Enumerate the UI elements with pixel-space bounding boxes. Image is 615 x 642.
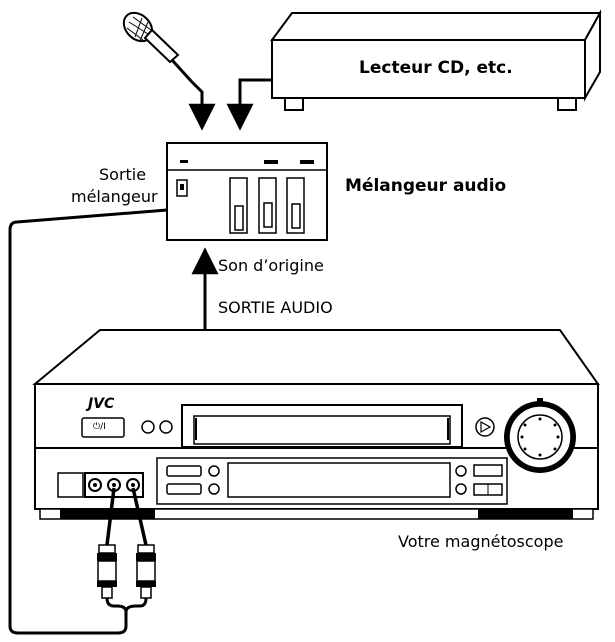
- cd-player-label: Lecteur CD, etc.: [359, 58, 513, 78]
- power-button-label: ⏻/I: [93, 422, 106, 432]
- rca-plug-left-icon: [97, 544, 117, 599]
- mixer-output-label-line1: Sortie: [99, 165, 147, 184]
- rca-plug-right-icon: [136, 544, 156, 599]
- jog-dial-icon: [504, 398, 576, 473]
- vcr: [32, 329, 600, 520]
- rca-cables: [105, 487, 148, 620]
- audio-out-label: SORTIE AUDIO: [218, 298, 333, 317]
- original-sound-label: Son d’origine: [218, 256, 324, 275]
- cd-player: [270, 9, 602, 111]
- microphone-cable: [188, 80, 216, 131]
- mixer-label: Mélangeur audio: [345, 176, 507, 196]
- cd-player-cable: [226, 78, 272, 131]
- vcr-label: Votre magnétoscope: [398, 532, 564, 551]
- microphone-icon: [122, 11, 194, 84]
- brand-logo: JVC: [88, 396, 115, 412]
- mixer-output-label-line2: mélangeur: [71, 187, 158, 206]
- mixer-output-cable: [8, 208, 168, 635]
- audio-mixer: [166, 142, 328, 241]
